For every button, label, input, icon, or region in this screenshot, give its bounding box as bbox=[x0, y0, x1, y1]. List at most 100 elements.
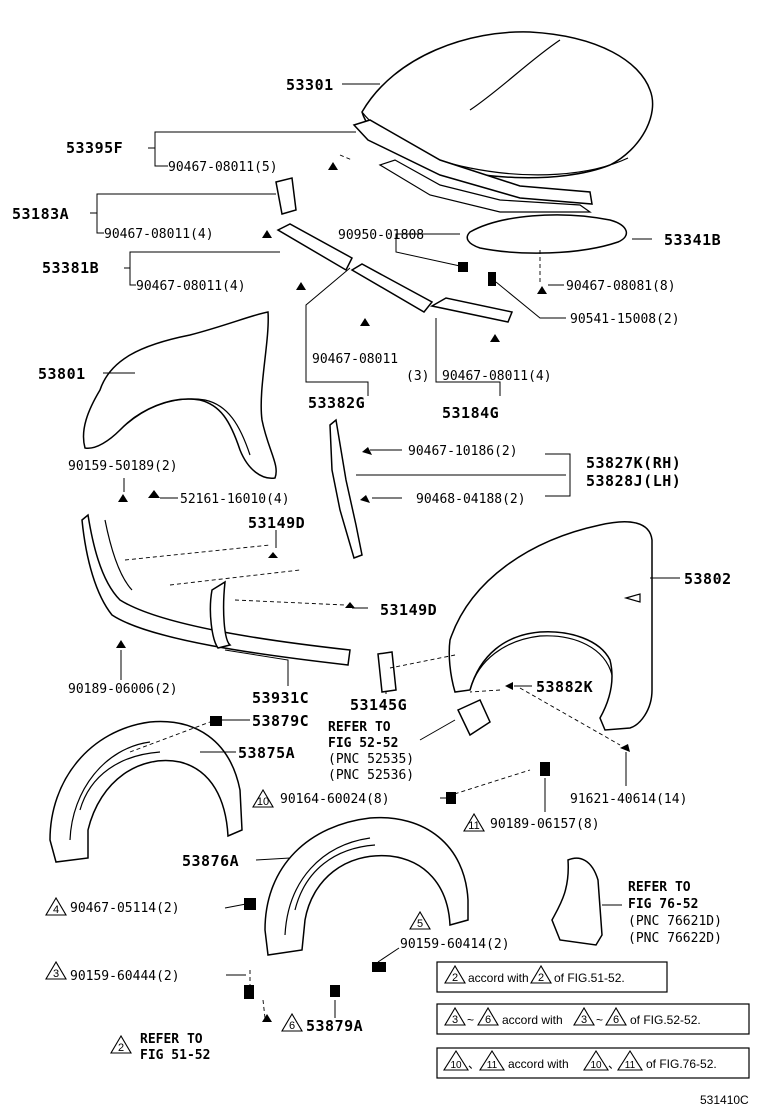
label-53876A: 53876A bbox=[182, 852, 239, 870]
label-90467-08011-4b: 90467-08011(4) bbox=[136, 279, 246, 294]
label-90159-60414-2: 90159-60414(2) bbox=[400, 937, 510, 952]
refer-76-line1: REFER TO bbox=[628, 880, 691, 895]
label-90159-60444-2: 90159-60444(2) bbox=[70, 969, 180, 984]
svg-text:2: 2 bbox=[118, 1042, 124, 1054]
label-90467-08011-qty: (3) bbox=[406, 369, 429, 384]
svg-text:2: 2 bbox=[538, 972, 544, 984]
fender-rh-part bbox=[448, 521, 653, 731]
svg-text:3: 3 bbox=[53, 968, 59, 980]
label-90467-10186-2: 90467-10186(2) bbox=[408, 444, 518, 459]
fender-liner-front-part bbox=[49, 720, 243, 863]
label-53149D-b: 53149D bbox=[380, 601, 437, 619]
label-53381B: 53381B bbox=[42, 259, 99, 277]
svg-text:of FIG.51-52.: of FIG.51-52. bbox=[554, 971, 625, 985]
svg-text:of FIG.52-52.: of FIG.52-52. bbox=[630, 1013, 701, 1027]
note-box-2: 3 ~ 6 accord with 3 ~ 6 of FIG.52-52. bbox=[436, 1003, 750, 1035]
label-53184G: 53184G bbox=[442, 404, 499, 422]
svg-text:11: 11 bbox=[625, 1060, 636, 1071]
label-53382G: 53382G bbox=[308, 394, 365, 412]
label-53931C: 53931C bbox=[252, 689, 309, 707]
hood-seal-part bbox=[352, 119, 593, 213]
clip-icon bbox=[244, 762, 550, 1022]
svg-text:~: ~ bbox=[596, 1013, 603, 1027]
fender-liner-seal-part bbox=[329, 418, 363, 559]
bumper-retainer-part bbox=[81, 513, 351, 666]
label-90189-06006-2: 90189-06006(2) bbox=[68, 682, 178, 697]
clip-icon bbox=[360, 447, 372, 503]
svg-text:6: 6 bbox=[485, 1014, 491, 1026]
label-53145G: 53145G bbox=[350, 696, 407, 714]
refer-52-line4: (PNC 52536) bbox=[328, 768, 414, 783]
label-90468-04188-2: 90468-04188(2) bbox=[416, 492, 526, 507]
label-53882K: 53882K bbox=[536, 678, 593, 696]
label-53301: 53301 bbox=[286, 76, 334, 94]
triangle-note-4: 4 bbox=[45, 896, 67, 916]
label-53802: 53802 bbox=[684, 570, 732, 588]
refer-52-line1: REFER TO bbox=[328, 720, 391, 735]
refer-51-line2: FIG 51-52 bbox=[140, 1048, 210, 1063]
fender-bracket-k-part bbox=[456, 699, 491, 737]
svg-text:2: 2 bbox=[452, 972, 458, 984]
clip-icon bbox=[116, 490, 355, 648]
label-53828J: 53828J(LH) bbox=[586, 472, 681, 490]
refer-76-line2: FIG 76-52 bbox=[628, 897, 698, 912]
refer-51-line1: REFER TO bbox=[140, 1032, 203, 1047]
svg-text:4: 4 bbox=[53, 904, 59, 916]
clip-icon bbox=[262, 162, 547, 342]
dashed-guides bbox=[129, 154, 621, 797]
figure-code: 531410C bbox=[700, 1093, 749, 1107]
svg-text:3: 3 bbox=[452, 1014, 458, 1026]
svg-text:accord with: accord with bbox=[468, 971, 529, 985]
hood-bracket-part bbox=[275, 177, 297, 215]
fender-lh-part bbox=[82, 311, 277, 479]
svg-text:11: 11 bbox=[487, 1060, 498, 1071]
label-90467-08011-4c: 90467-08011(4) bbox=[442, 369, 552, 384]
svg-text:6: 6 bbox=[289, 1020, 295, 1032]
svg-text:of FIG.76-52.: of FIG.76-52. bbox=[646, 1057, 717, 1071]
label-90164-60024-8: 90164-60024(8) bbox=[280, 792, 390, 807]
clip-icon bbox=[210, 716, 222, 726]
label-53827K: 53827K(RH) bbox=[586, 454, 681, 472]
note-box-1: 2 accord with 2 of FIG.51-52. bbox=[436, 961, 668, 993]
svg-text:10: 10 bbox=[450, 1060, 462, 1071]
label-53149D-a: 53149D bbox=[248, 514, 305, 532]
svg-text:、: 、 bbox=[608, 1057, 620, 1071]
label-53395F: 53395F bbox=[66, 139, 123, 157]
svg-text:11: 11 bbox=[468, 820, 479, 832]
svg-text:、: 、 bbox=[468, 1057, 480, 1071]
label-90950-01808: 90950-01808 bbox=[338, 228, 424, 243]
svg-text:10: 10 bbox=[257, 796, 269, 808]
label-90467-08011: 90467-08011 bbox=[312, 352, 398, 367]
label-53879A: 53879A bbox=[306, 1017, 363, 1035]
svg-text:6: 6 bbox=[613, 1014, 619, 1026]
refer-76-line4: (PNC 76622D) bbox=[628, 931, 722, 946]
hood-insulator-part bbox=[466, 214, 628, 254]
triangle-note-6: 6 bbox=[281, 1012, 303, 1032]
label-90189-06157-8: 90189-06157(8) bbox=[490, 817, 600, 832]
triangle-note-5: 5 bbox=[409, 910, 431, 930]
label-52161-16010-4: 52161-16010(4) bbox=[180, 492, 290, 507]
svg-text:~: ~ bbox=[467, 1013, 474, 1027]
fender-brace-part bbox=[377, 651, 397, 693]
fender-bracket-part bbox=[429, 297, 514, 323]
label-53801: 53801 bbox=[38, 365, 86, 383]
refer-52-line2: FIG 52-52 bbox=[328, 736, 398, 751]
triangle-note-10: 10 bbox=[252, 788, 274, 808]
svg-text:3: 3 bbox=[581, 1014, 587, 1026]
svg-text:accord with: accord with bbox=[508, 1057, 569, 1071]
label-90541-15008-2: 90541-15008(2) bbox=[570, 312, 680, 327]
label-53341B: 53341B bbox=[664, 231, 721, 249]
label-90467-05114-2: 90467-05114(2) bbox=[70, 901, 180, 916]
svg-text:5: 5 bbox=[417, 918, 423, 930]
mudguard-part bbox=[551, 857, 603, 946]
triangle-note-11: 11 bbox=[463, 812, 485, 832]
fender-liner-rear-part bbox=[264, 816, 469, 956]
note-box-3: 10 、 11 accord with 10 、 11 of FIG.76-52… bbox=[436, 1047, 750, 1079]
svg-text:10: 10 bbox=[590, 1060, 602, 1071]
refer-76-line3: (PNC 76621D) bbox=[628, 914, 722, 929]
leader-lines bbox=[90, 83, 680, 1018]
triangle-note-2: 2 bbox=[110, 1034, 132, 1054]
label-90467-08081-8: 90467-08081(8) bbox=[566, 279, 676, 294]
fender-seal-part bbox=[276, 223, 353, 272]
